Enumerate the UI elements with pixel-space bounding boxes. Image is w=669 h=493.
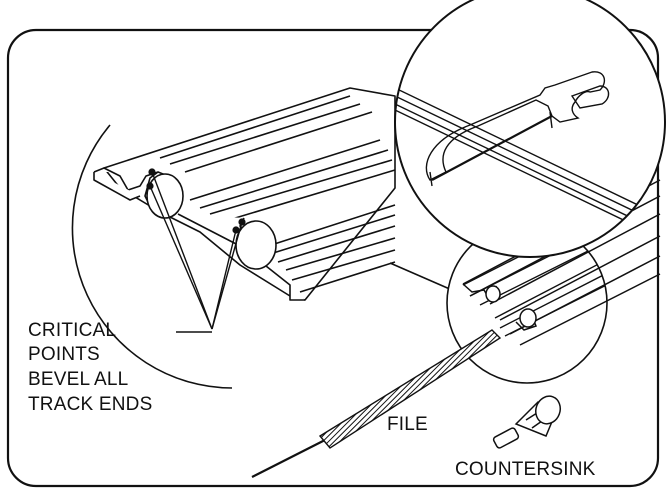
leader-lines	[149, 171, 243, 333]
critical-label-line-1: CRITICAL	[28, 320, 117, 341]
magnifier-circle-large	[71, 124, 233, 389]
file-tang	[251, 439, 326, 478]
file-label: FILE	[387, 414, 428, 435]
countersink-tool	[492, 395, 562, 449]
hacksaw-inset	[394, 0, 666, 258]
critical-label-line-3: BEVEL ALL	[28, 369, 129, 390]
file-body	[318, 329, 502, 449]
file-tool	[251, 329, 502, 478]
critical-label-line-4: TRACK ENDS	[28, 394, 153, 415]
critical-label-line-2: POINTS	[28, 344, 100, 365]
magnifier-connector	[389, 262, 453, 291]
track-closeup	[93, 87, 396, 301]
countersink-label: COUNTERSINK	[455, 459, 596, 480]
